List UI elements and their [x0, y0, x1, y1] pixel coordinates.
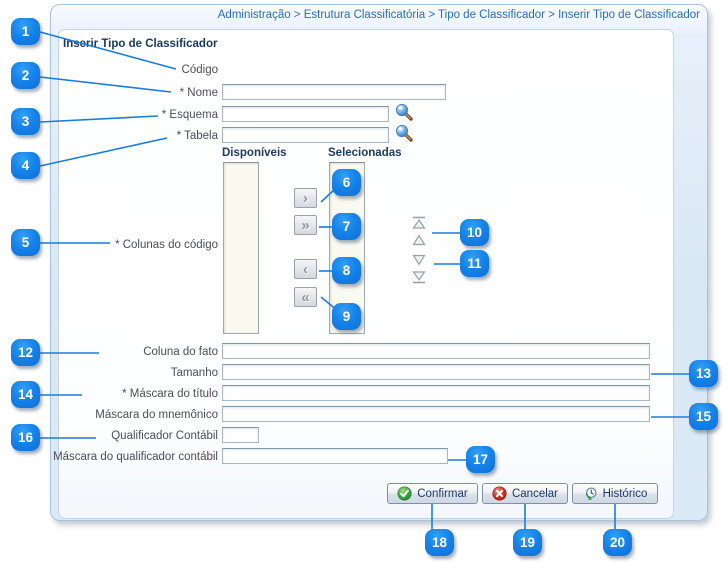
tabela-lookup-icon[interactable] — [394, 123, 414, 143]
callout-badge-12: 12 — [11, 339, 40, 366]
callout-badge-13: 13 — [689, 360, 718, 387]
esquema-input[interactable] — [222, 106, 389, 122]
historico-label: Histórico — [602, 487, 648, 500]
mascara-mnemonico-label: Máscara do mnemônico — [95, 409, 218, 421]
move-all-left-button[interactable]: « — [294, 287, 317, 307]
callout-badge-2: 2 — [11, 62, 40, 89]
double-chevron-left-icon: « — [301, 288, 310, 306]
double-chevron-right-icon: » — [301, 216, 310, 234]
tamanho-label: Tamanho — [170, 367, 218, 379]
callout-badge-19: 19 — [513, 529, 542, 556]
disponiveis-listbox[interactable] — [223, 162, 259, 334]
confirmar-label: Confirmar — [417, 487, 468, 500]
breadcrumb[interactable]: Administração > Estrutura Classificatóri… — [217, 9, 700, 21]
qualificador-contabil-label: Qualificador Contábil — [111, 430, 218, 442]
disponiveis-header: Disponíveis — [222, 147, 287, 159]
nome-input[interactable] — [222, 84, 446, 100]
coluna-fato-input[interactable] — [222, 343, 650, 359]
historico-button[interactable]: Histórico — [572, 483, 658, 504]
x-circle-icon — [492, 486, 507, 501]
callout-badge-17: 17 — [466, 446, 495, 473]
move-down-icon — [412, 254, 426, 266]
move-right-button[interactable]: › — [294, 188, 317, 208]
move-up-button[interactable] — [410, 233, 428, 247]
callout-badge-4: 4 — [11, 152, 40, 179]
callout-badge-5: 5 — [11, 229, 40, 256]
tabela-input[interactable] — [222, 127, 389, 143]
callout-badge-20: 20 — [603, 529, 632, 556]
callout-badge-6: 6 — [332, 169, 361, 196]
chevron-right-icon: › — [303, 189, 308, 207]
callout-badge-9: 9 — [332, 303, 361, 330]
callout-badge-1: 1 — [11, 18, 40, 45]
move-bottom-button[interactable] — [410, 270, 428, 284]
move-bottom-icon — [412, 271, 426, 284]
history-clock-icon — [585, 487, 597, 501]
move-top-button[interactable] — [410, 216, 428, 230]
callout-badge-7: 7 — [332, 213, 361, 240]
tabela-label: * Tabela — [176, 130, 218, 142]
move-down-button[interactable] — [410, 253, 428, 267]
callout-badge-16: 16 — [11, 424, 40, 451]
cancelar-button[interactable]: Cancelar — [482, 483, 568, 504]
move-up-icon — [412, 234, 426, 246]
codigo-label: Código — [181, 64, 218, 76]
move-all-right-button[interactable]: » — [294, 215, 317, 235]
callout-badge-14: 14 — [11, 381, 40, 408]
mascara-mnemonico-input[interactable] — [222, 406, 650, 422]
confirmar-button[interactable]: Confirmar — [387, 483, 478, 504]
callout-badge-18: 18 — [425, 529, 454, 556]
mascara-qualificador-label: Máscara do qualificador contábil — [53, 451, 218, 463]
esquema-label: * Esquema — [161, 109, 218, 121]
tamanho-input[interactable] — [222, 364, 650, 380]
esquema-lookup-icon[interactable] — [394, 102, 414, 122]
mascara-titulo-input[interactable] — [222, 385, 650, 401]
chevron-left-icon: ‹ — [303, 260, 308, 278]
cancelar-label: Cancelar — [511, 487, 559, 500]
callout-badge-15: 15 — [689, 403, 718, 430]
qualificador-contabil-input[interactable] — [222, 427, 259, 443]
callout-badge-3: 3 — [11, 108, 40, 135]
callout-badge-11: 11 — [460, 250, 489, 277]
callout-badge-8: 8 — [332, 257, 361, 284]
page-title: Inserir Tipo de Classificador — [63, 38, 218, 50]
move-left-button[interactable]: ‹ — [294, 259, 317, 279]
mascara-titulo-label: * Máscara do título — [122, 388, 218, 400]
selecionadas-header: Selecionadas — [328, 147, 402, 159]
colunas-codigo-label: * Colunas do código — [115, 239, 218, 251]
mascara-qualificador-input[interactable] — [222, 448, 448, 464]
move-top-icon — [412, 216, 426, 229]
callout-badge-10: 10 — [460, 219, 489, 246]
check-circle-icon — [397, 486, 412, 501]
nome-label: * Nome — [179, 87, 218, 99]
form-content-box — [58, 29, 674, 519]
coluna-fato-label: Coluna do fato — [143, 346, 218, 358]
